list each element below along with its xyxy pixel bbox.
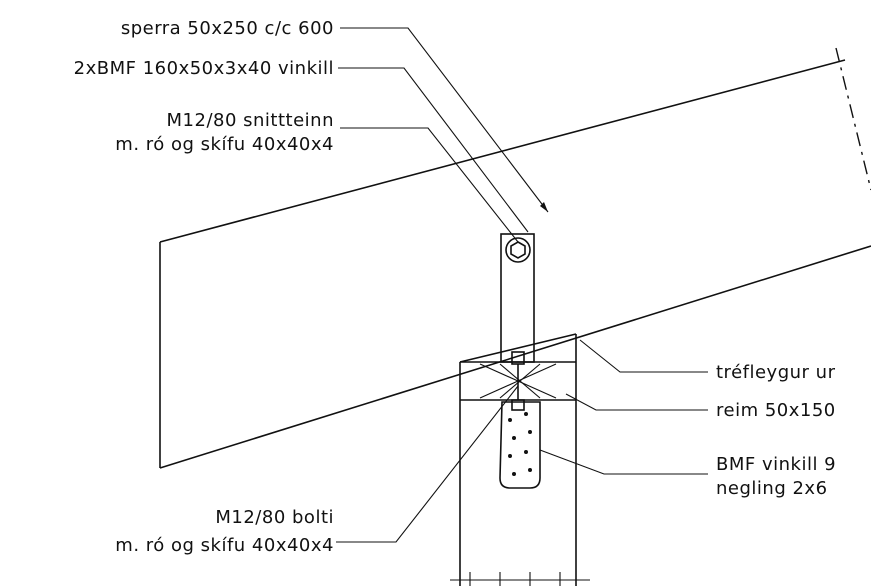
post-cut-mark xyxy=(450,572,590,586)
leader-lines xyxy=(336,27,708,543)
rafter-beam xyxy=(159,59,871,469)
label-bolt-line1: M12/80 bolti xyxy=(215,507,334,528)
bolt xyxy=(511,351,525,411)
threaded-rod-nut xyxy=(505,237,531,263)
label-wood-wedge: tréfleygur ur xyxy=(716,362,836,383)
label-bmf-angle: BMF vinkill 9 xyxy=(716,454,836,475)
label-nailing: negling 2x6 xyxy=(716,478,828,499)
break-line xyxy=(835,47,871,191)
label-angle-bracket: 2xBMF 160x50x3x40 vinkill xyxy=(74,58,334,79)
label-threaded-rod-line2: m. ró og skífu 40x40x4 xyxy=(115,134,334,155)
angle-bracket-plate xyxy=(500,233,535,363)
wood-wedge xyxy=(459,333,577,363)
bmf-angle-bracket xyxy=(499,401,541,489)
label-bolt-line2: m. ró og skífu 40x40x4 xyxy=(115,535,334,556)
label-wall-plate: reim 50x150 xyxy=(716,400,836,421)
label-rafter: sperra 50x250 c/c 600 xyxy=(121,18,334,39)
label-threaded-rod-line1: M12/80 snittteinn xyxy=(167,110,334,131)
